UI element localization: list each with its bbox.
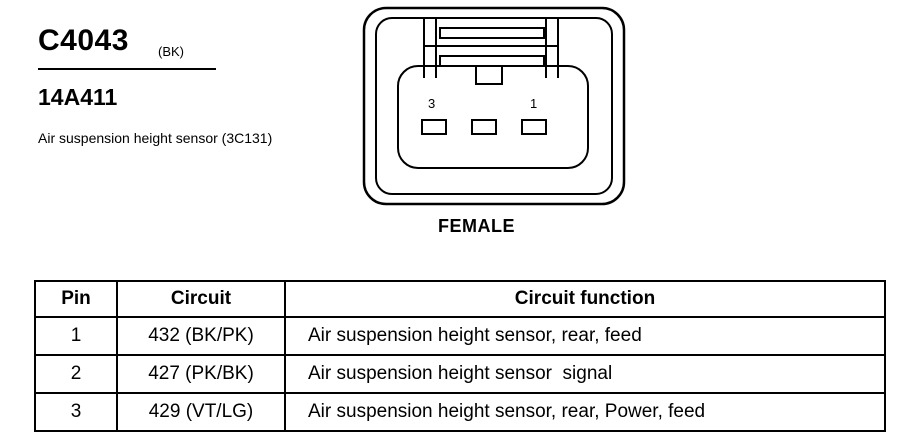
latch-bar bbox=[439, 55, 545, 67]
column-header-pin: Pin bbox=[34, 280, 118, 318]
pin-cell: 3 bbox=[34, 392, 118, 432]
table-row: 2 427 (PK/BK) Air suspension height sens… bbox=[34, 354, 886, 394]
keying-tab bbox=[475, 65, 503, 85]
pin-label-1: 1 bbox=[530, 96, 537, 111]
pin-cavity-3 bbox=[421, 119, 447, 135]
table-header-row: Pin Circuit Circuit function bbox=[34, 280, 886, 318]
pinout-table: Pin Circuit Circuit function 1 432 (BK/P… bbox=[34, 280, 886, 432]
column-header-circuit: Circuit bbox=[116, 280, 286, 318]
latch-top bbox=[439, 27, 545, 39]
connector-housing-outer bbox=[362, 6, 626, 206]
connector-description: Air suspension height sensor (3C131) bbox=[38, 130, 273, 146]
table-row: 3 429 (VT/LG) Air suspension height sens… bbox=[34, 392, 886, 432]
circuit-function-cell: Air suspension height sensor, rear, feed bbox=[284, 316, 886, 356]
column-header-circuit-function: Circuit function bbox=[284, 280, 886, 318]
divider bbox=[38, 68, 216, 70]
connector-gender-label: FEMALE bbox=[438, 216, 515, 236]
table-row: 1 432 (BK/PK) Air suspension height sens… bbox=[34, 316, 886, 356]
connector-housing-inner bbox=[375, 17, 613, 195]
part-number: 14A411 bbox=[38, 84, 118, 110]
circuit-cell: 429 (VT/LG) bbox=[116, 392, 286, 432]
pin-cavity-2 bbox=[471, 119, 497, 135]
pin-cell: 2 bbox=[34, 354, 118, 394]
circuit-cell: 427 (PK/BK) bbox=[116, 354, 286, 394]
circuit-function-cell: Air suspension height sensor, rear, Powe… bbox=[284, 392, 886, 432]
connector-color: (BK) bbox=[158, 44, 184, 59]
pin-label-3: 3 bbox=[428, 96, 435, 111]
circuit-function-cell: Air suspension height sensor signal bbox=[284, 354, 886, 394]
circuit-cell: 432 (BK/PK) bbox=[116, 316, 286, 356]
pin-cavity-1 bbox=[521, 119, 547, 135]
connector-id: C4043 bbox=[38, 24, 129, 57]
pin-cell: 1 bbox=[34, 316, 118, 356]
